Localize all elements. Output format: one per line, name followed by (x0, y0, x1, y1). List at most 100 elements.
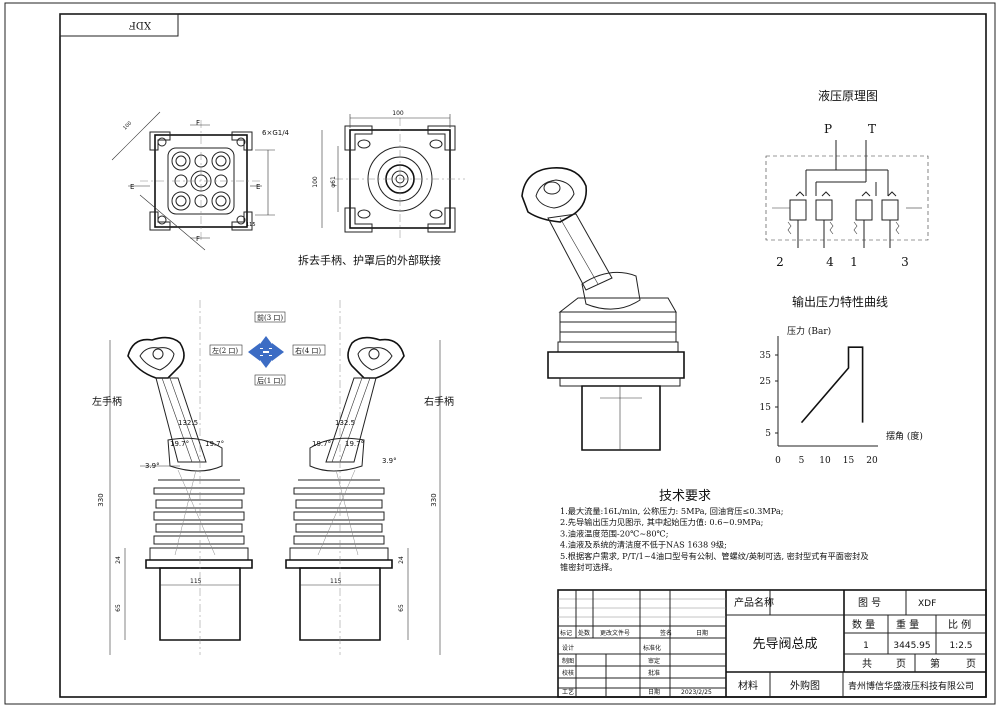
dim-132-right: 132.5 (335, 419, 355, 427)
dim-top-100a: 100 (122, 120, 133, 131)
tb-weight-label: 重 量 (896, 618, 919, 631)
tb-role2-0: 标准化 (643, 644, 661, 652)
right-handle-view (285, 300, 441, 655)
dim-24-right: 24 (398, 556, 405, 564)
port-p-label: P (824, 122, 832, 136)
tb-rev-h2: 更改文件号 (600, 629, 630, 637)
section-f-bottom: F (196, 235, 200, 243)
title-block (557, 589, 987, 698)
tb-material-label: 材料 (738, 679, 758, 692)
y-tick-label: 35 (760, 351, 772, 361)
port-4-label: 4 (826, 255, 834, 269)
curve-title: 输出压力特性曲线 (792, 294, 888, 309)
dim-65-left: 65 (115, 604, 122, 612)
left-handle-label: 左手柄 (92, 395, 122, 408)
tb-qty-label: 数 量 (852, 618, 875, 631)
tech-title: 技术要求 (659, 489, 711, 504)
dir-back-label: 后(1 口) (257, 376, 283, 385)
y-tick-label: 25 (760, 377, 772, 387)
angle-197-left-a: 19.7° (170, 440, 189, 448)
direction-arrows (209, 311, 326, 386)
pressure-curve-chart: 0 5 10 15 20 5 15 25 35 (760, 336, 878, 466)
port-2-label: 2 (776, 255, 784, 269)
x-tick-label: 20 (866, 456, 878, 466)
tb-role-2: 校核 (562, 669, 574, 677)
tb-qty: 1 (863, 641, 869, 651)
tech-line: 1.最大流量:16L/min, 公称压力: 5MPa, 回油背压≤0.3MPa; (560, 506, 784, 516)
tb-weight: 3445.95 (893, 641, 930, 651)
tech-lines: 1.最大流量:16L/min, 公称压力: 5MPa, 回油背压≤0.3MPa;… (560, 506, 869, 572)
dir-right-label: 右(4 口) (295, 346, 321, 355)
arrow-right-icon (269, 343, 284, 361)
dim-115-left: 115 (190, 578, 202, 585)
x-tick-label: 10 (819, 456, 831, 466)
tb-sheet-label: 页 (896, 658, 906, 670)
dim-65-right: 65 (398, 604, 405, 612)
tb-drawing-no-label: 图 号 (858, 597, 881, 609)
inner-frame (59, 13, 987, 698)
dim-330-left: 330 (97, 493, 105, 506)
tb-role-1: 制图 (562, 657, 574, 665)
dim-top-100c: 100 (312, 176, 319, 188)
tb-assembly: 先导阀总成 (752, 637, 817, 652)
top-view-flange (321, 114, 465, 240)
tb-rev-h0: 标记 (560, 629, 572, 637)
angle-197-right-a: 19.7° (312, 440, 331, 448)
top-view-ports (111, 111, 275, 251)
tb-rev-h1: 处数 (578, 629, 590, 637)
left-handle-view (109, 300, 253, 655)
tech-line: 锥密封可选择。 (560, 562, 617, 572)
corner-code-box (59, 13, 179, 37)
tech-line: 3.油液温度范围-20℃~80℃; (560, 528, 668, 538)
x-tick-label: 15 (843, 456, 855, 466)
curve-ylabel: 压力 (Bar) (787, 325, 831, 337)
dir-front-label: 前(3 口) (257, 313, 283, 322)
tb-drawing-no: XDF (918, 599, 936, 609)
dim-top-100b: 100 (392, 110, 404, 117)
external-caption: 拆去手柄、护罩后的外部联接 (298, 253, 441, 267)
arrow-up-icon (257, 336, 275, 351)
tb-role2-2: 批准 (648, 669, 660, 677)
isometric-view (521, 167, 685, 451)
angle-39-left: 3.9° (145, 462, 160, 470)
corner-code: XDF (129, 19, 151, 30)
tb-date: 2023/2/25 (681, 689, 712, 696)
tech-line: 2.先导输出压力见图示, 其中起始压力值: 0.6~0.9MPa; (560, 517, 763, 527)
section-e-left: E (130, 183, 134, 191)
y-tick-label: 5 (765, 429, 771, 439)
dim-132-left: 132.5 (178, 419, 198, 427)
port-3-label: 3 (901, 255, 909, 269)
tb-company: 青州博信华盛液压科技有限公司 (848, 680, 974, 692)
port-1-label: 1 (850, 255, 858, 269)
section-e-right: E (256, 183, 260, 191)
angle-197-right-b: 19.7° (345, 440, 364, 448)
hydraulic-title: 液压原理图 (818, 88, 878, 103)
dim-115-top: 115 (246, 222, 256, 228)
tb-scale: 1:2.5 (949, 641, 972, 651)
outer-frame (4, 2, 996, 705)
arrow-down-icon (257, 353, 275, 368)
tb-material: 外购图 (790, 679, 820, 692)
x-tick-label: 5 (799, 456, 805, 466)
y-tick-label: 15 (760, 403, 772, 413)
tb-no-label: 第 (930, 657, 940, 670)
angle-197-left-b: 19.7° (205, 440, 224, 448)
dim-dia-61: φ61 (330, 176, 337, 188)
tb-role-0: 设计 (562, 644, 574, 652)
tb-scale-label: 比 例 (948, 618, 971, 631)
dim-330-right: 330 (430, 493, 438, 506)
section-f-top: F (196, 119, 200, 127)
dir-left-label: 左(2 口) (212, 346, 238, 355)
tb-rev-h3: 签名 (660, 629, 672, 637)
arrow-left-icon (248, 343, 263, 361)
tb-product-label: 产品名称 (734, 596, 774, 609)
port-label: 6×G1/4 (262, 129, 290, 137)
tb-role2-1: 审定 (648, 657, 660, 665)
tech-line: 4.油液及系统的清洁度不低于NAS 1638 9级; (560, 540, 727, 550)
x-tick-label: 0 (775, 456, 781, 466)
tb-role2-3: 日期 (648, 688, 660, 696)
right-handle-label: 右手柄 (424, 395, 454, 408)
tech-line: 5.根据客户需求, P/T/1~4油口型号有公制、管螺纹/英制可选, 密封型式有… (560, 551, 869, 561)
tb-role-3: 工艺 (562, 688, 574, 696)
